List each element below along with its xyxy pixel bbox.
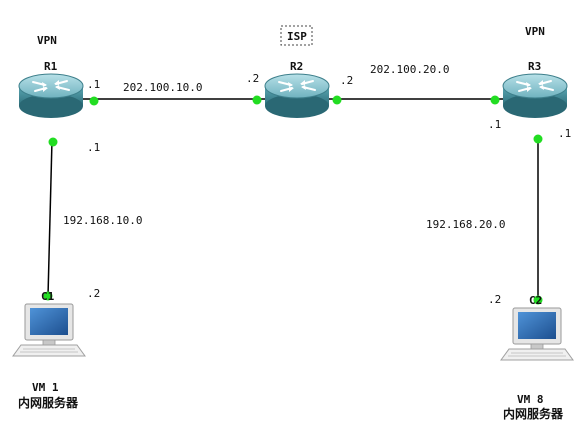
c1-name: C1 — [41, 290, 55, 303]
r3-name: R3 — [528, 60, 541, 73]
port-dot-r2-east — [332, 95, 342, 105]
port-dot-r2-west — [252, 95, 262, 105]
router-r3-icon[interactable] — [502, 73, 568, 119]
r2-name: R2 — [290, 60, 303, 73]
r2-west-port-label: .2 — [246, 72, 259, 85]
network-r2-r3-label: 202.100.20.0 — [370, 63, 449, 76]
network-r1-r2-label: 202.100.10.0 — [123, 81, 202, 94]
r3-south-port-label: .1 — [558, 127, 571, 140]
c1-addr: .2 — [87, 287, 100, 300]
isp-label-box — [280, 25, 313, 46]
c2-addr: .2 — [488, 293, 501, 306]
network-lan-right-label: 192.168.20.0 — [426, 218, 505, 231]
c2-vm-label: VM 8 — [517, 393, 544, 406]
r1-south-port-label: .1 — [87, 141, 100, 154]
r2-east-port-label: .2 — [340, 74, 353, 87]
c1-vm-label: VM 1 — [32, 381, 59, 394]
router-r2-icon[interactable] — [264, 73, 330, 119]
port-dot-c2 — [533, 295, 543, 305]
c2-role-label: 内网服务器 — [503, 406, 564, 421]
r3-tag: VPN — [525, 25, 545, 38]
port-dot-r3-west — [490, 95, 500, 105]
port-dot-r3-south — [533, 134, 543, 144]
port-dot-c1 — [43, 291, 53, 301]
r1-east-port-label: .1 — [87, 78, 100, 91]
link-r1-c1 — [47, 139, 53, 297]
network-lan-left-label: 192.168.10.0 — [63, 214, 142, 227]
pc-c2-icon[interactable] — [500, 307, 574, 361]
port-dot-r1-east — [89, 96, 99, 106]
pc-c1-icon[interactable] — [12, 303, 86, 357]
r1-name: R1 — [44, 60, 58, 73]
r1-tag: VPN — [37, 34, 57, 47]
c1-role-label: 内网服务器 — [18, 395, 79, 410]
isp-label: ISP — [287, 30, 307, 43]
port-dot-r1-south — [48, 137, 58, 147]
c2-name: C2 — [529, 294, 542, 307]
r3-west-port-label: .1 — [488, 118, 501, 131]
router-r1-icon[interactable] — [18, 73, 84, 119]
